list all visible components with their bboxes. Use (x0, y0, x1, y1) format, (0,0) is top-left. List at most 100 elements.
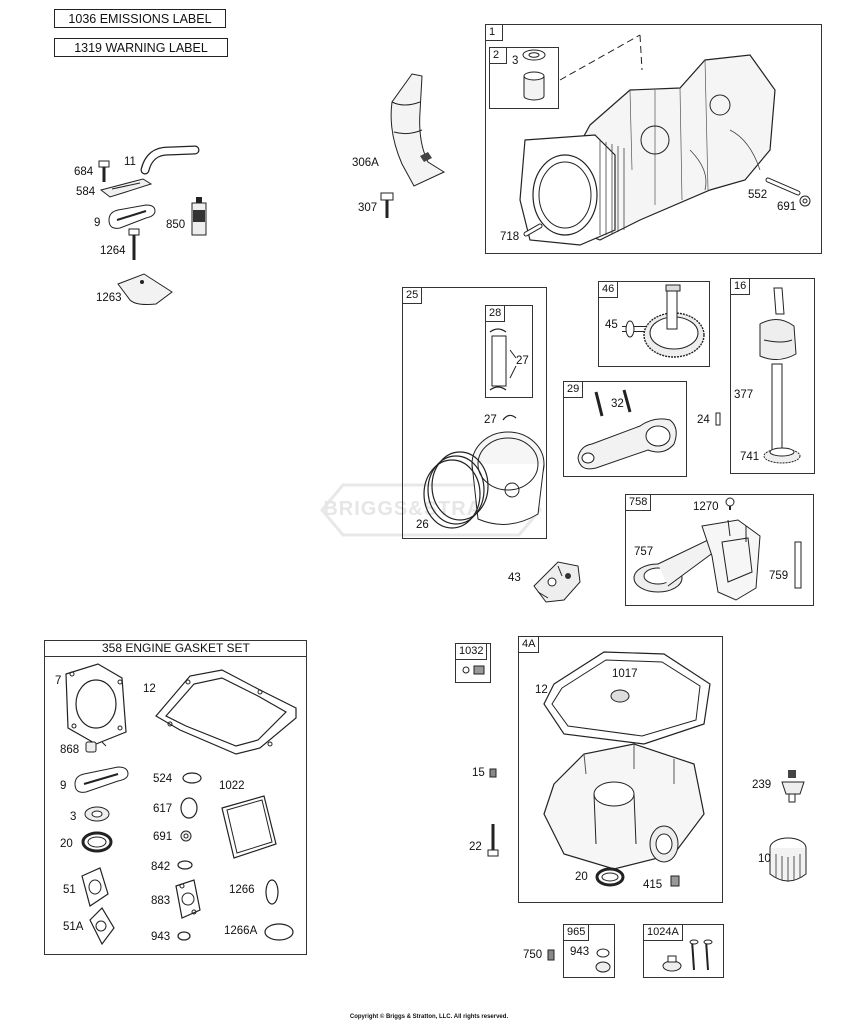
part-307: 307 (358, 202, 378, 214)
part-11: 11 (124, 156, 136, 168)
part-3-gasket: 3 (70, 811, 77, 823)
oring-617-art (178, 796, 200, 820)
plate-1263-art (116, 270, 176, 308)
box-1-tag: 1 (485, 24, 503, 41)
part-1022: 1022 (219, 780, 245, 792)
part-9-top: 9 (94, 217, 101, 229)
gasket-51a-art (86, 906, 116, 946)
seal-20-art (80, 830, 114, 854)
box-2-tag: 2 (489, 47, 507, 64)
part-27-clip: 27 (484, 414, 497, 426)
key-24-art (714, 412, 722, 426)
gasket-set-title-text: 358 ENGINE GASKET SET (102, 641, 250, 655)
part-7: 7 (55, 675, 62, 687)
sump-art (524, 644, 720, 900)
oring-943a-art (176, 930, 192, 942)
part-883: 883 (151, 895, 171, 907)
box-29-connecting-rod (563, 381, 687, 477)
piston-art (418, 424, 546, 532)
box-16-tag: 16 (730, 278, 751, 295)
clip-27-art (500, 410, 520, 426)
piston-pin-art (486, 322, 532, 396)
part-22: 22 (469, 841, 482, 853)
part-51: 51 (63, 884, 76, 896)
bolt-1264-art (127, 228, 141, 262)
box-4a-tag: 4A (518, 636, 540, 653)
part-27-in-28: 27 (516, 355, 529, 367)
head-gasket-art (62, 662, 130, 746)
box-25-piston (402, 287, 547, 539)
plug-750-art (547, 949, 555, 961)
part-377: 377 (734, 389, 754, 401)
box-965-tag: 965 (563, 924, 590, 941)
screw-1270-art (724, 497, 736, 511)
part-584: 584 (76, 186, 96, 198)
gasket-1022-art (218, 794, 280, 860)
plug-1032-art (460, 662, 488, 678)
bracket-43-art (528, 556, 584, 606)
oring-524-art (180, 771, 204, 785)
part-1270: 1270 (693, 501, 719, 513)
part-842: 842 (151, 861, 171, 873)
part-1264: 1264 (100, 245, 126, 257)
box-1024a (643, 924, 724, 978)
sealant-tube-art (188, 197, 210, 238)
breather-tube-art (140, 145, 200, 175)
box-1-cylinder-block (485, 24, 822, 254)
part-850: 850 (166, 219, 186, 231)
box-1032-tag: 1032 (455, 643, 488, 660)
plug-15-art (489, 768, 497, 778)
box-28-tag: 28 (485, 305, 506, 322)
part-718: 718 (500, 231, 520, 243)
box-46-camshaft (598, 281, 710, 367)
box-16-crankshaft (730, 278, 815, 474)
seal-868-art (84, 740, 98, 754)
warning-label-tag: 1319 WARNING LABEL (54, 38, 228, 57)
part-684: 684 (74, 166, 94, 178)
box-758-governor (625, 494, 814, 606)
sump-gasket-art (150, 668, 302, 756)
part-617: 617 (153, 803, 173, 815)
seal-3-art (82, 804, 112, 828)
part-691-top: 691 (777, 201, 797, 213)
part-9-gasket: 9 (60, 780, 67, 792)
breather-gasket-art (106, 202, 158, 232)
part-20-gasket: 20 (60, 838, 73, 850)
part-26: 26 (416, 519, 429, 531)
part-45: 45 (605, 319, 618, 331)
part-239: 239 (752, 779, 772, 791)
dowel-pin-art (766, 175, 806, 200)
box-2-sub (489, 47, 559, 109)
shaft-759-art (792, 540, 804, 590)
box-1024a-tag: 1024A (643, 924, 683, 941)
part-32: 32 (611, 398, 624, 410)
part-1263: 1263 (96, 292, 122, 304)
box-46-tag: 46 (598, 281, 619, 298)
part-51a: 51A (63, 921, 84, 933)
part-415: 415 (643, 879, 663, 891)
box-28-pin (485, 305, 533, 398)
governor-art (628, 512, 768, 604)
oil-filter-art (764, 834, 812, 882)
part-943-gasket: 943 (151, 931, 171, 943)
part-15: 15 (472, 767, 485, 779)
part-759: 759 (769, 570, 789, 582)
bushing-seal-art (518, 48, 558, 108)
part-868: 868 (60, 744, 80, 756)
part-1017: 1017 (612, 668, 638, 680)
box-29-tag: 29 (563, 381, 584, 398)
air-guide-art (384, 72, 450, 190)
box-758-tag: 758 (625, 494, 652, 511)
valve-kit-art (648, 938, 722, 976)
plug-415-art (669, 874, 681, 888)
camshaft-art (618, 283, 708, 365)
oring-1266-art (262, 877, 282, 907)
screw-684-art (98, 160, 110, 184)
breather-cover-art (98, 176, 154, 200)
copyright-footer: Copyright © Briggs & Stratton, LLC. All … (349, 1014, 509, 1020)
oring-943b-art (594, 945, 612, 975)
oring-1266a-art (262, 922, 296, 942)
part-1266a: 1266A (224, 925, 258, 937)
pin-718-art (524, 222, 544, 238)
gasket-set-title: 358 ENGINE GASKET SET (44, 640, 307, 657)
